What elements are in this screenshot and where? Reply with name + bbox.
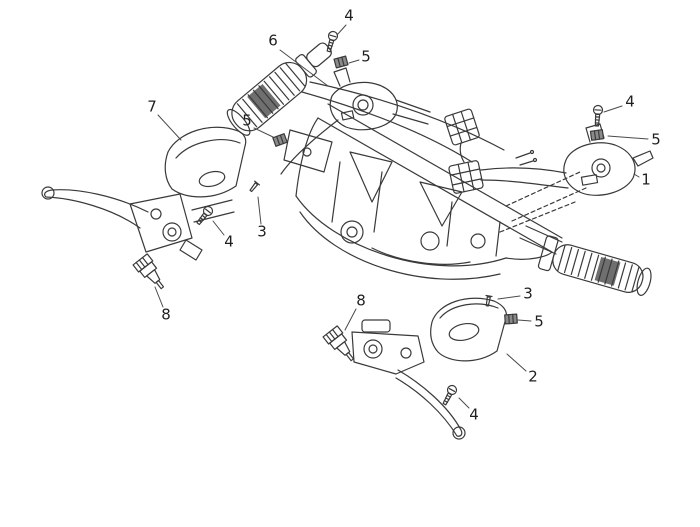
switch-assembly-right	[563, 123, 654, 196]
wiring-harness	[444, 108, 569, 194]
clip-left	[272, 133, 288, 147]
plug-part-left	[132, 253, 165, 290]
screw-right	[592, 104, 604, 127]
assembly-guide-lines	[499, 171, 587, 233]
right-handlebar-grip	[537, 235, 652, 296]
switch-assembly-left	[329, 67, 431, 131]
lever-cover-left	[164, 126, 247, 198]
pin-left	[249, 180, 260, 193]
clip-top	[333, 55, 349, 69]
plug-part-mid	[322, 325, 355, 362]
front-brake-lever-assembly	[41, 186, 235, 261]
lever-cover-right	[430, 297, 508, 362]
left-handlebar-grip	[226, 42, 332, 136]
rear-brake-lever-assembly	[351, 319, 466, 440]
screw-left	[196, 205, 214, 226]
screw-bottom	[442, 384, 458, 406]
clip-right	[589, 129, 605, 141]
clip-bottom	[504, 313, 518, 325]
pin-right	[485, 294, 493, 307]
handlebar-frame	[283, 103, 563, 280]
callout-leader-lines	[154, 24, 649, 409]
control-cables	[280, 81, 505, 175]
screw-top	[326, 30, 339, 53]
